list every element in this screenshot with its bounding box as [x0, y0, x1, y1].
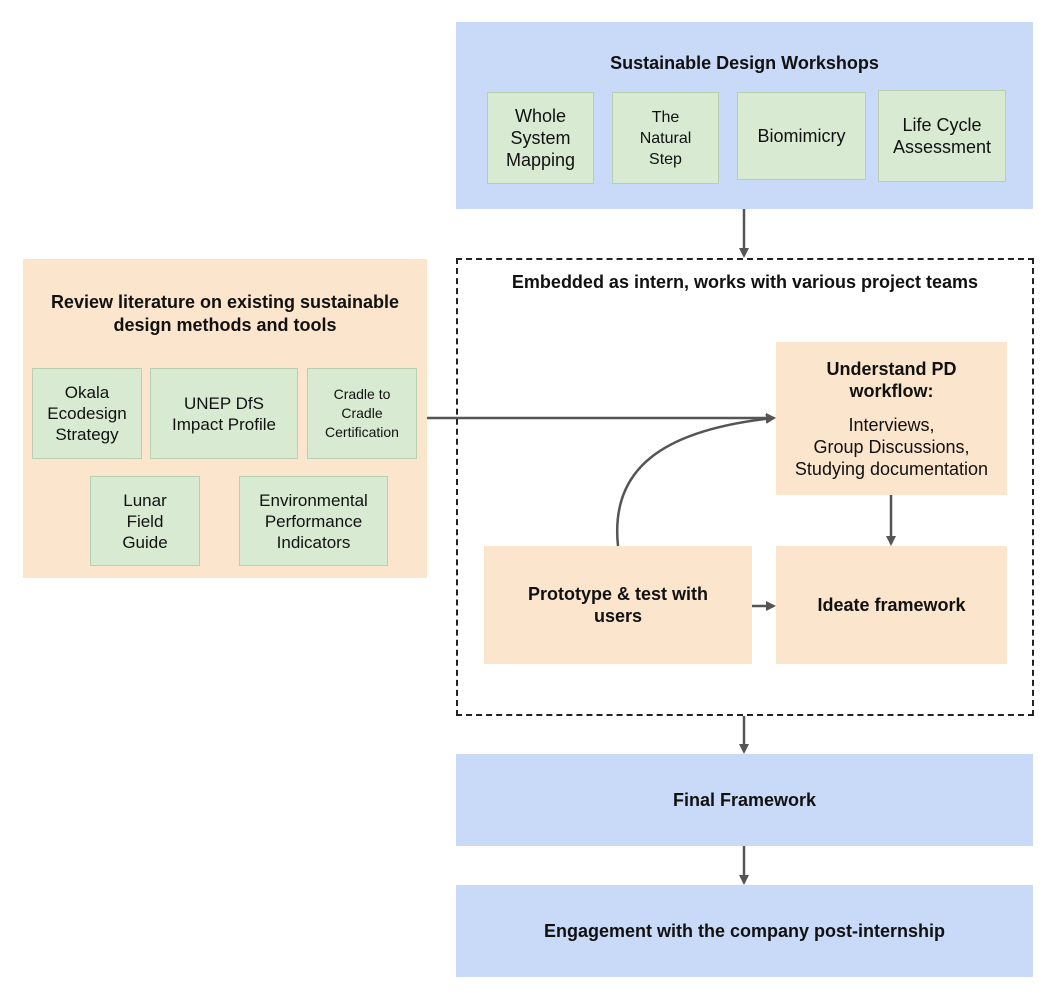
ideate-framework-box: Ideate framework: [776, 546, 1007, 664]
literature-title: Review literature on existing sustainabl…: [50, 292, 400, 335]
workshop-natural-step: The Natural Step: [612, 92, 719, 184]
workshop-biomimicry: Biomimicry: [737, 92, 866, 180]
understand-pd-workflow-box: Understand PD workflow: Interviews, Grou…: [776, 342, 1007, 495]
lit-okala-ecodesign-strategy: Okala Ecodesign Strategy: [32, 368, 142, 459]
workshop-life-cycle-assessment: Life Cycle Assessment: [878, 90, 1006, 182]
workshops-title: Sustainable Design Workshops: [610, 53, 879, 73]
lit-unep-dfs-impact-profile: UNEP DfS Impact Profile: [150, 368, 298, 459]
understand-pd-workflow-title: Understand PD workflow:: [826, 358, 957, 401]
final-framework-box: Final Framework: [456, 754, 1033, 846]
lit-lunar-field-guide: Lunar Field Guide: [90, 476, 200, 566]
internship-title: Embedded as intern, works with various p…: [511, 272, 979, 292]
prototype-test-box: Prototype & test with users: [484, 546, 752, 664]
lit-cradle-to-cradle-certification: Cradle to Cradle Certification: [307, 368, 417, 459]
engagement-box: Engagement with the company post-interns…: [456, 885, 1033, 977]
workshop-whole-system-mapping: Whole System Mapping: [487, 92, 594, 184]
understand-pd-workflow-methods: Interviews, Group Discussions, Studying …: [794, 414, 989, 479]
internship-container: [456, 258, 1034, 716]
arrow-prototype-to-understand: [615, 413, 776, 547]
lit-environmental-performance-indicators: Environmental Performance Indicators: [239, 476, 388, 566]
